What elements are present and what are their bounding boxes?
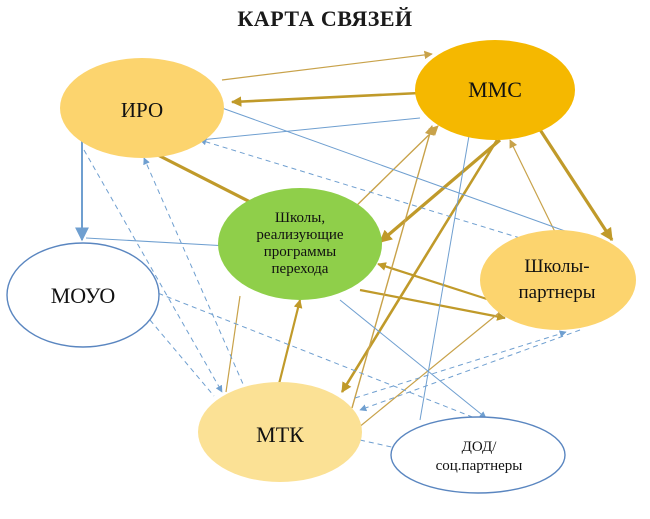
diagram-title: КАРТА СВЯЗЕЙ bbox=[237, 6, 413, 31]
edge-iro-mms bbox=[221, 50, 433, 81]
edge-iro-partners bbox=[221, 107, 591, 241]
edge-schools-dod bbox=[339, 299, 487, 419]
node-label-schools: Школы, реализующие программы перехода bbox=[256, 210, 344, 277]
node-mms[interactable] bbox=[415, 40, 575, 140]
connections bbox=[75, 50, 614, 449]
edge-partners-schools bbox=[377, 262, 491, 302]
node-moyo[interactable] bbox=[6, 242, 160, 348]
node-label-mms: ММС bbox=[468, 77, 522, 102]
node-label-moyo: МОУО bbox=[50, 283, 116, 308]
edge-schools-mms bbox=[349, 125, 439, 213]
edge-mms-iro bbox=[230, 91, 421, 107]
edge-schools-mtk bbox=[225, 295, 241, 393]
edge-mtk-mms bbox=[351, 125, 435, 409]
edge-mtk-dod-dashed bbox=[359, 439, 397, 449]
edge-moyo-mtk-dashed bbox=[149, 319, 215, 397]
node-label-mtk: МТК bbox=[256, 422, 304, 447]
edge-schools-moyo bbox=[85, 237, 229, 247]
edge-mtk-iro-dashed bbox=[143, 157, 251, 401]
node-mtk[interactable] bbox=[198, 382, 362, 482]
edge-iro-schools bbox=[147, 148, 264, 210]
node-dod[interactable] bbox=[390, 416, 566, 494]
edge-iro-mtk-dashed bbox=[83, 149, 223, 393]
node-label-iro: ИРО bbox=[120, 97, 164, 122]
node-label-partners: Школы- партнеры bbox=[518, 256, 596, 303]
node-label-dod: ДОД/ соц.партнеры bbox=[435, 439, 523, 474]
edge-partners-mms bbox=[509, 139, 556, 233]
nodes bbox=[6, 40, 636, 494]
edge-mms-iro-blue bbox=[199, 117, 421, 141]
edge-mms-schools bbox=[378, 138, 502, 244]
edge-mms-partners bbox=[533, 121, 614, 242]
edge-mtk-partners-dashed bbox=[354, 330, 567, 399]
edge-mtk-schools bbox=[276, 299, 303, 389]
node-schools[interactable] bbox=[218, 188, 382, 300]
edge-mms-dod bbox=[419, 129, 471, 421]
node-partners[interactable] bbox=[480, 230, 636, 330]
edge-partners-mtk-dashed bbox=[359, 329, 581, 412]
node-iro[interactable] bbox=[60, 58, 224, 158]
edge-partners-iro-dashed bbox=[199, 138, 521, 239]
